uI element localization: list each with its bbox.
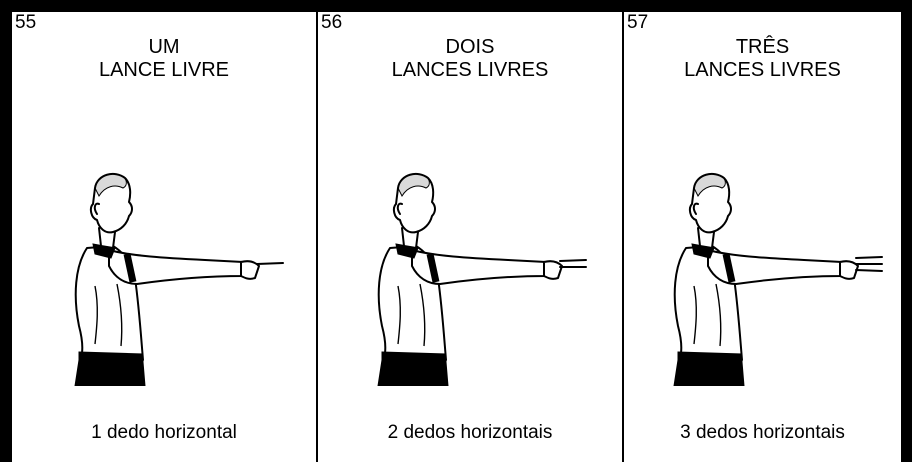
ear (692, 202, 699, 215)
signal-number: 56 (321, 12, 343, 33)
ear (396, 202, 403, 215)
referee-illustration (377, 172, 587, 386)
referee-figure (377, 172, 587, 386)
signal-title-line1: DOIS (445, 36, 495, 58)
signal-panel-55: 55 UM LANCE LIVRE 1 dedo horizontal (12, 12, 316, 462)
ear (93, 202, 100, 215)
undefined (693, 283, 722, 347)
undefined (397, 173, 430, 198)
signal-title-line1: UM (148, 36, 180, 58)
signal-caption: 2 dedos horizontais (387, 422, 553, 443)
finger (855, 256, 883, 259)
signal-title-line2: LANCE LIVRE (98, 59, 230, 81)
finger (559, 259, 587, 262)
referee-figure (673, 172, 883, 386)
signal-title: UM LANCE LIVRE (12, 36, 316, 82)
hand (240, 260, 260, 280)
undefined (94, 283, 123, 347)
signal-title-line2: LANCES LIVRES (391, 59, 549, 81)
finger (256, 262, 284, 265)
undefined (377, 359, 449, 386)
hand (543, 260, 563, 280)
undefined (673, 359, 745, 386)
signals-table: 55 UM LANCE LIVRE 1 dedo horizontal 56 D… (12, 12, 901, 462)
signal-panel-56: 56 DOIS LANCES LIVRES 2 dedos horizontai… (316, 12, 622, 462)
undefined (722, 253, 736, 283)
hand (839, 260, 859, 280)
signal-caption: 3 dedos horizontais (680, 422, 845, 443)
undefined (123, 253, 137, 283)
undefined (693, 173, 726, 198)
undefined (397, 283, 426, 347)
signal-number: 57 (627, 12, 649, 33)
undefined (94, 173, 127, 198)
signal-title: TRÊS LANCES LIVRES (624, 36, 901, 82)
signal-title-line1: TRÊS (735, 36, 790, 58)
extended-arm (411, 249, 547, 285)
signal-number: 55 (15, 12, 37, 33)
extended-arm (707, 249, 843, 285)
referee-illustration (673, 172, 883, 386)
signal-panel-57: 57 TRÊS LANCES LIVRES 3 dedos horizontai… (622, 12, 901, 462)
referee-figure (74, 172, 284, 386)
undefined (74, 359, 146, 386)
signal-caption: 1 dedo horizontal (91, 422, 237, 443)
extended-arm (108, 249, 244, 285)
undefined (426, 253, 440, 283)
signal-title-line2: LANCES LIVRES (684, 59, 841, 81)
signal-title: DOIS LANCES LIVRES (318, 36, 622, 82)
finger (855, 269, 883, 272)
referee-illustration (74, 172, 284, 386)
